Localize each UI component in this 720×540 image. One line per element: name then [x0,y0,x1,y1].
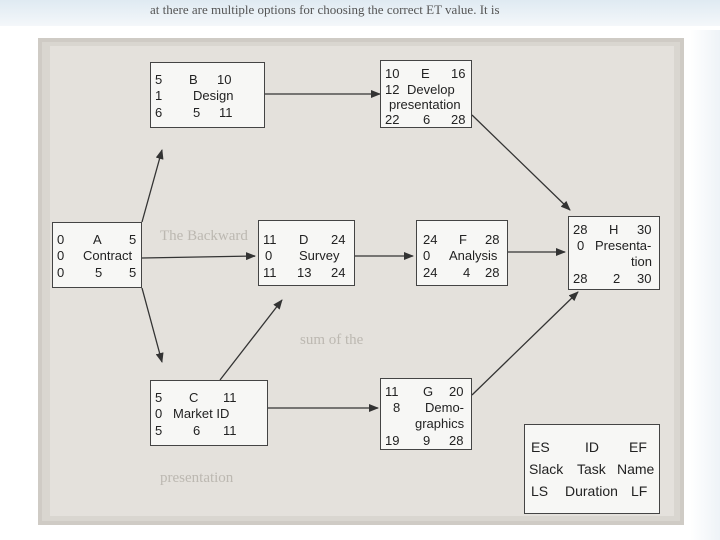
arrow-a-c [141,287,164,363]
node-h-lf: 30 [637,271,652,286]
node-f-duration: 4 [463,265,471,280]
node-g-duration: 9 [423,433,431,448]
bleed-through-text: at there are multiple options for choosi… [150,2,500,17]
node-e-name-line1: Develop [407,82,455,97]
node-f-name: Analysis [449,248,498,263]
node-h-ef: 30 [637,222,652,237]
node-b-duration: 5 [193,105,201,120]
node-f-ef: 28 [485,232,500,247]
node-e-lf: 28 [451,112,466,127]
node-a-slack: 0 [57,248,65,263]
node-f-analysis: 24 F 28 0 Analysis 24 4 28 [416,220,508,286]
node-e-id: E [421,66,430,81]
node-b-lf: 11 [219,105,233,120]
arrow-a-d [141,252,256,261]
legend-task: Task [577,461,606,477]
node-g-ef: 20 [449,384,464,399]
node-d-id: D [299,232,309,247]
node-c-duration: 6 [193,423,201,438]
arrow-c-d [219,299,283,381]
ghost-text-3: presentation [160,470,234,486]
node-h-duration: 2 [613,271,621,286]
node-e-ef: 16 [451,66,466,81]
node-g-id: G [423,384,434,399]
node-d-duration: 13 [297,265,312,280]
node-c-es: 5 [155,390,163,405]
node-d-lf: 24 [331,265,346,280]
legend-slack: Slack [529,461,564,477]
node-b-es: 5 [155,72,163,87]
node-b-slack: 1 [155,88,163,103]
node-a-es: 0 [57,232,65,247]
node-g-slack: 8 [393,400,401,415]
slide-right-bar [690,30,720,540]
node-b-ls: 6 [155,105,163,120]
node-g-lf: 28 [449,433,464,448]
node-d-slack: 0 [265,248,273,263]
node-b-id: B [189,72,198,87]
legend-ef: EF [629,439,647,455]
node-e-ls: 22 [385,112,400,127]
node-e-develop-presentation: 10 E 16 12 Develop presentation 22 6 28 [380,60,472,128]
legend-es: ES [531,439,550,455]
node-f-es: 24 [423,232,438,247]
arrow-e-h [471,114,571,211]
node-h-es: 28 [573,222,588,237]
node-a-id: A [93,232,102,247]
node-d-ef: 24 [331,232,346,247]
node-g-ls: 19 [385,433,400,448]
node-c-slack: 0 [155,406,163,421]
node-h-name-line2: tion [631,254,652,269]
slide-top-band [0,0,720,26]
node-c-id: C [189,390,199,405]
node-c-lf: 11 [223,423,237,438]
node-c-ls: 5 [155,423,163,438]
node-a-duration: 5 [95,265,103,280]
node-g-es: 11 [385,384,399,399]
node-e-es: 10 [385,66,400,81]
legend-lf: LF [631,483,648,499]
node-h-name-line1: Presenta- [595,238,652,253]
node-e-name-line2: presentation [389,97,461,112]
node-d-name: Survey [299,248,340,263]
node-f-slack: 0 [423,248,431,263]
node-h-ls: 28 [573,271,588,286]
arrow-g-h [471,291,579,396]
node-e-duration: 6 [423,112,431,127]
node-g-name-line2: graphics [415,416,465,431]
node-c-name: Market ID [173,406,230,421]
node-h-slack: 0 [577,238,585,253]
node-f-lf: 28 [485,265,500,280]
node-c-market-id: 5 C 11 0 Market ID 5 6 11 [150,380,268,446]
legend-name: Name [617,461,655,477]
node-d-ls: 11 [263,265,277,280]
ghost-text-2: sum of the [300,332,364,348]
node-c-ef: 11 [223,390,237,405]
node-a-contract: 0 A 5 0 Contract 0 5 5 [52,222,142,288]
node-f-id: F [459,232,467,247]
node-a-name: Contract [83,248,133,263]
arrow-a-b [141,149,164,223]
node-legend: ES ID EF Slack Task Name LS Duration LF [524,424,660,514]
node-f-ls: 24 [423,265,438,280]
node-d-survey: 11 D 24 0 Survey 11 13 24 [258,220,355,286]
legend-duration: Duration [565,483,618,499]
legend-ls: LS [531,483,549,499]
node-h-id: H [609,222,619,237]
node-h-presentation: 28 H 30 0 Presenta- tion 28 2 30 [568,216,660,290]
node-b-ef: 10 [217,72,232,87]
node-b-name: Design [193,88,234,103]
node-b-design: 5 B 10 1 Design 6 5 11 [150,62,265,128]
node-g-demographics: 11 G 20 8 Demo- graphics 19 9 28 [380,378,472,450]
node-a-lf: 5 [129,265,137,280]
node-a-ef: 5 [129,232,137,247]
node-e-slack: 12 [385,82,400,97]
legend-id: ID [585,439,599,455]
node-d-es: 11 [263,232,277,247]
ghost-text-1: The Backward [160,228,248,244]
node-g-name-line1: Demo- [425,400,465,415]
node-a-ls: 0 [57,265,65,280]
